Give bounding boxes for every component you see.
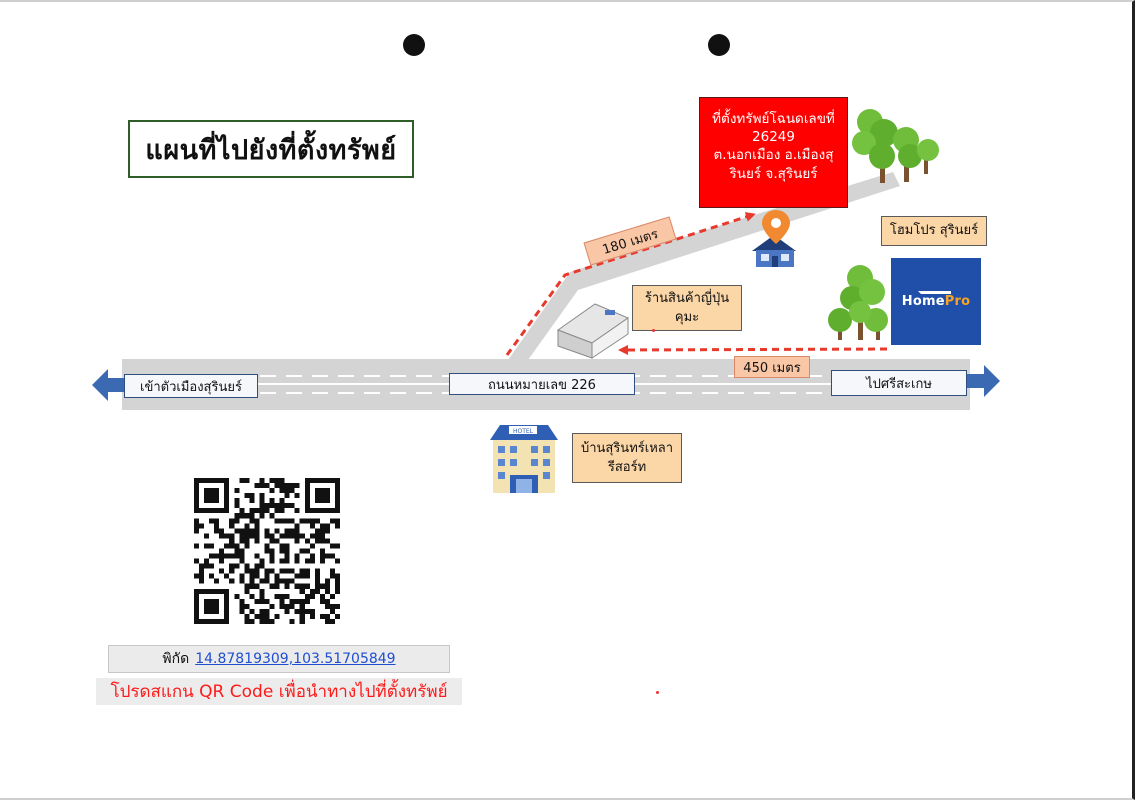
hotel-line-2: รีสอร์ท [607,460,647,475]
coordinates-link[interactable]: 14.87819309,103.51705849 [195,651,396,667]
warehouse-icon [556,303,630,359]
tree-icon [852,109,939,183]
kumae-line-1: ร้านสินค้าญี่ปุ่น [644,290,730,306]
arrow-left-icon [92,369,126,401]
coordinates-bar: พิกัด 14.87819309,103.51705849 [108,645,450,673]
property-deed-number: 26249 [752,129,795,146]
homepro-label: โฮมโปร สุรินยร์ [881,216,987,246]
property-line-1: ที่ตั้งทรัพย์โฉนดเลขที่ [712,111,835,127]
arrow-right-icon [966,365,1000,397]
tree-icon [828,265,888,340]
stray-mark [656,691,659,694]
hotel-line-1: บ้านสุรินทร์เหลา [580,440,674,456]
stray-mark [652,329,655,332]
homepro-logo-home: Home [901,294,945,309]
road-label-to-city: เข้าตัวเมืองสุรินยร์ [124,374,258,398]
kumae-shop-label: ร้านสินค้าญี่ปุ่น คุมะ [632,285,742,331]
qr-code-icon[interactable] [194,478,340,624]
side-road [508,172,900,360]
distance-450m-label: 450 เมตร [734,356,810,378]
hotel-sign: HOTEL [513,428,534,435]
route-to-property [505,212,756,356]
punch-hole-right [708,34,730,56]
road-label-to-sisaket: ไปศรีสะเกษ [831,370,967,396]
property-line-4: รินยร์ จ.สุรินยร์ [729,165,818,182]
kumae-line-2: คุมะ [674,310,700,325]
homepro-logo-pro: Pro [944,294,971,309]
road-label-highway-226: ถนนหมายเลข 226 [449,373,635,395]
coordinates-label: พิกัด [162,651,190,667]
hotel-icon: HOTEL [490,425,558,493]
property-line-3: ต.นอกเมือง อ.เมืองสุ [713,147,834,164]
punch-hole-left [403,34,425,56]
scan-qr-instruction: โปรดสแกน QR Code เพื่อนำทางไปที่ตั้งทรัพ… [96,678,462,705]
map-pin-icon [762,210,790,244]
hotel-label: บ้านสุรินทร์เหลา รีสอร์ท [572,433,682,483]
route-from-homepro [618,344,888,355]
house-icon [752,235,796,267]
property-location-box: ที่ตั้งทรัพย์โฉนดเลขที่ 26249 ต.นอกเมือง… [699,97,848,208]
map-title: แผนที่ไปยังที่ตั้งทรัพย์ [128,120,414,178]
